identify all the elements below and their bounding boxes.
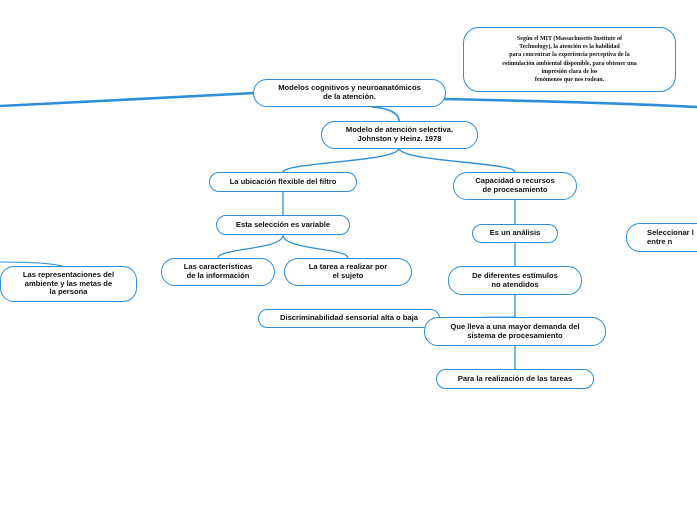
central-topic[interactable]: Modelos cognitivos y neuroanatómicos de … <box>253 79 446 107</box>
node-tarea-sujeto[interactable]: La tarea a realizar por el sujeto <box>284 258 412 286</box>
node-caracteristicas-informacion[interactable]: Las características de la información <box>161 258 275 286</box>
mit-definition-note: Según el MIT (Massachusetts Institute of… <box>463 27 676 92</box>
node-discriminabilidad-sensorial[interactable]: Discriminabilidad sensorial alta o baja <box>258 309 440 328</box>
link-modelo-capacidad <box>398 147 516 173</box>
node-mayor-demanda[interactable]: Que lleva a una mayor demanda del sistem… <box>424 317 606 346</box>
link-seleccion-tarea <box>282 234 349 259</box>
node-ubicacion-filtro[interactable]: La ubicación flexible del filtro <box>209 172 357 192</box>
link-modelo-ubicacion <box>282 147 400 173</box>
node-es-un-analisis[interactable]: Es un análisis <box>472 224 558 243</box>
node-seleccion-variable[interactable]: Esta selección es variable <box>216 215 350 235</box>
node-modelo-atencion-selectiva[interactable]: Modelo de atención selectiva. Johnston y… <box>321 121 478 149</box>
node-capacidad-recursos[interactable]: Capacidad o recursos de procesamiento <box>453 172 577 200</box>
node-seleccionar-partial[interactable]: Seleccionar l entre n <box>626 223 697 252</box>
link-central-left <box>0 91 257 108</box>
node-representaciones-ambiente[interactable]: Las representaciones del ambiente y las … <box>0 266 137 302</box>
link-seleccion-caracteristicas <box>217 234 284 259</box>
link-central-right <box>443 97 697 109</box>
link-central-modelo <box>371 106 400 122</box>
node-estimulos-no-atendidos[interactable]: De diferentes estímulos no atendidos <box>448 266 582 295</box>
node-realizacion-tareas[interactable]: Para la realización de las tareas <box>436 369 594 389</box>
